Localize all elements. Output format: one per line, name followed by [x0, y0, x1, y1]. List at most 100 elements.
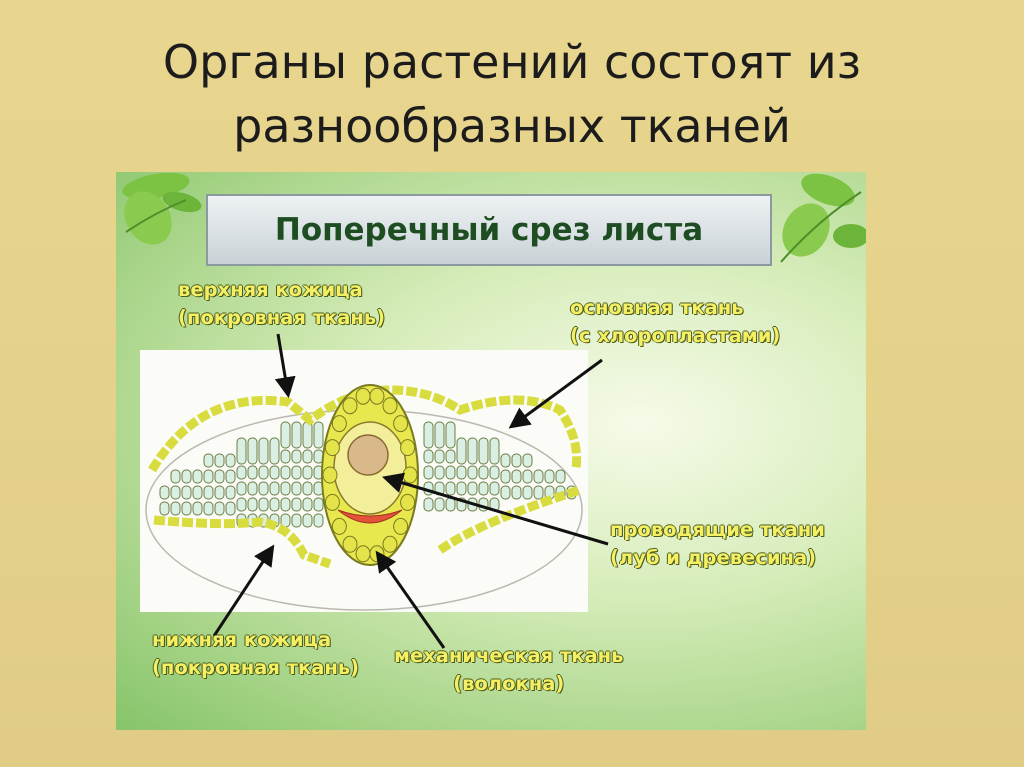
- mesophyll-cell: [269, 437, 280, 465]
- mesophyll-cell: [445, 449, 456, 464]
- mesophyll-cell: [302, 481, 313, 496]
- mesophyll-cell: [225, 501, 236, 516]
- mesophyll-cell: [291, 449, 302, 464]
- arrow-vascular-tissue: [381, 472, 609, 546]
- sheath-cell: [393, 517, 409, 535]
- mesophyll-cell: [511, 485, 522, 500]
- sheath-cell: [382, 397, 398, 415]
- mesophyll-cell: [445, 465, 456, 480]
- mesophyll-cell: [258, 465, 269, 480]
- mesophyll-cell: [500, 469, 511, 484]
- mesophyll-cell: [434, 497, 445, 512]
- mesophyll-cell: [258, 437, 269, 465]
- mesophyll-cell: [247, 437, 258, 465]
- mesophyll-cell: [203, 453, 214, 468]
- sheath-cell: [331, 517, 347, 535]
- mesophyll-cell: [533, 469, 544, 484]
- mesophyll-cell: [225, 469, 236, 484]
- arrow-upper-epidermis: [274, 333, 296, 399]
- mesophyll-cell: [467, 481, 478, 496]
- mesophyll-cell: [423, 497, 434, 512]
- mesophyll-cell: [511, 453, 522, 468]
- mesophyll-cell: [291, 481, 302, 496]
- label-lower-epidermis-line2: (покровная ткань): [152, 656, 360, 679]
- mesophyll-cell: [522, 453, 533, 468]
- mesophyll-cell: [302, 449, 313, 464]
- label-ground-tissue-line2: (с хлоропластами): [570, 324, 781, 347]
- mesophyll-cell: [423, 465, 434, 480]
- mesophyll-cell: [522, 469, 533, 484]
- mesophyll-cell: [269, 465, 280, 480]
- mesophyll-cell: [269, 481, 280, 496]
- panel-header: Поперечный срез листа: [206, 194, 772, 266]
- sheath-cell: [322, 466, 338, 484]
- mesophyll-cell: [247, 497, 258, 512]
- mesophyll-cell: [500, 485, 511, 500]
- mesophyll-cell: [181, 501, 192, 516]
- mesophyll-cell: [313, 513, 324, 528]
- mesophyll-cell: [280, 449, 291, 464]
- mesophyll-cell: [225, 453, 236, 468]
- label-upper-epidermis: верхняя кожица (покровная ткань): [178, 276, 385, 332]
- mesophyll-cell: [258, 497, 269, 512]
- mesophyll-cell: [434, 465, 445, 480]
- mesophyll-cell: [302, 513, 313, 528]
- leaf-cross-section-figure: [140, 350, 588, 612]
- mesophyll-cell: [489, 437, 500, 465]
- sheath-cell: [331, 415, 347, 433]
- mesophyll-cell: [478, 465, 489, 480]
- label-vascular-tissue-line2: (луб и древесина): [610, 546, 817, 569]
- mesophyll-cell: [214, 501, 225, 516]
- slide-title-line-2: разнообразных тканей: [233, 99, 791, 153]
- leaf-icon-top-left: [122, 172, 202, 245]
- mesophyll-cell: [302, 465, 313, 480]
- mesophyll-cell: [445, 481, 456, 496]
- mesophyll-cell: [280, 481, 291, 496]
- mesophyll-cell: [170, 469, 181, 484]
- mesophyll-cell: [467, 465, 478, 480]
- label-upper-epidermis-line1: верхняя кожица: [178, 278, 363, 301]
- mesophyll-cell: [280, 465, 291, 480]
- mesophyll-cell: [181, 469, 192, 484]
- mesophyll-cell: [236, 465, 247, 480]
- mesophyll-cell: [302, 497, 313, 512]
- mesophyll-cell: [203, 501, 214, 516]
- mesophyll-cell: [214, 469, 225, 484]
- upper-epidermis-layer: [148, 385, 582, 473]
- mesophyll-cell: [214, 485, 225, 500]
- mesophyll-cell: [445, 421, 456, 449]
- mesophyll-cell: [280, 421, 291, 449]
- label-lower-epidermis: нижняя кожица (покровная ткань): [152, 626, 359, 682]
- slide-title: Органы растений состоят из разнообразных…: [0, 30, 1024, 158]
- mesophyll-cell: [456, 481, 467, 496]
- mesophyll-cell: [489, 465, 500, 480]
- arrow-lower-epidermis: [212, 544, 275, 637]
- mesophyll-cell: [181, 485, 192, 500]
- leaf-decoration: [122, 172, 866, 263]
- mesophyll-cell: [456, 465, 467, 480]
- mesophyll-cell: [214, 453, 225, 468]
- mesophyll-cell: [192, 485, 203, 500]
- mesophyll-cell: [291, 497, 302, 512]
- mesophyll-cell: [236, 497, 247, 512]
- mesophyll-cell: [478, 437, 489, 465]
- mesophyll-cell: [533, 485, 544, 500]
- mesophyll-cell: [313, 421, 324, 449]
- mesophyll-cell: [313, 497, 324, 512]
- mesophyll-cell: [280, 497, 291, 512]
- sheath-cell: [324, 439, 340, 457]
- sheath-cell: [369, 387, 385, 405]
- mesophyll-cell: [247, 465, 258, 480]
- leaf-cross-section-drawing: [145, 384, 583, 611]
- label-mechanical-tissue-line1: механическая ткань: [394, 644, 624, 667]
- label-lower-epidermis-line1: нижняя кожица: [152, 628, 332, 651]
- leaf-icon-top-right: [780, 173, 866, 263]
- sheath-cell: [324, 493, 340, 511]
- label-upper-epidermis-line2: (покровная ткань): [178, 306, 386, 329]
- sheath-cell: [342, 397, 358, 415]
- mesophyll-cell: [434, 421, 445, 449]
- label-vascular-tissue-line1: проводящие ткани: [610, 518, 825, 541]
- slide-title-line-1: Органы растений состоят из: [162, 35, 862, 89]
- mesophyll-cell: [225, 485, 236, 500]
- arrow-mechanical-tissue: [375, 550, 446, 649]
